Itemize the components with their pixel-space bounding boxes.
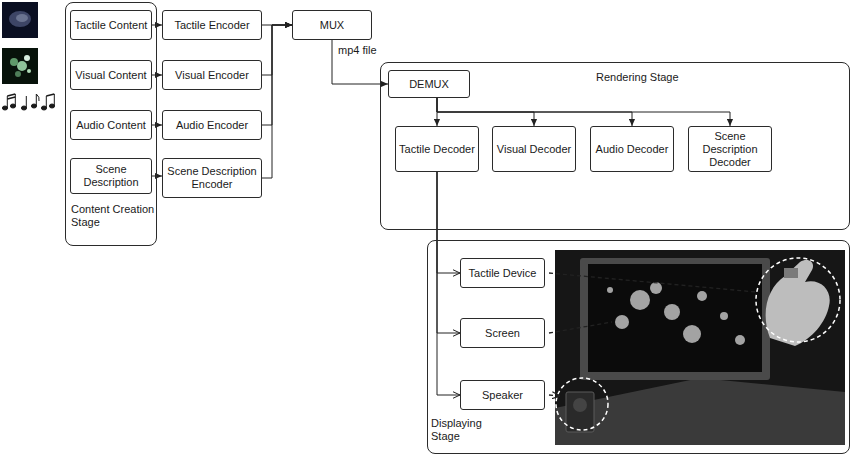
screen-speck [697, 291, 707, 301]
box-label: Visual Content [75, 69, 146, 82]
process-box: Visual Content [70, 60, 152, 90]
thumbnail-speck [27, 69, 31, 73]
tactile-thumbnail [2, 2, 38, 38]
box-label: Tactile Device [469, 267, 537, 280]
screen-speck [664, 304, 680, 320]
process-box: Screen [460, 318, 545, 348]
thumbnail-shape [16, 14, 28, 22]
connector-arrow [152, 75, 162, 76]
box-label: Screen [485, 327, 520, 340]
connector-arrow [152, 176, 162, 177]
photo-screen [588, 264, 762, 372]
thumbnail-ground [2, 2, 38, 38]
photo-ground [555, 250, 845, 445]
box-label: Tactile Encoder [174, 19, 249, 32]
box-label: Scene Description [74, 163, 148, 189]
process-box: Scene Description Decoder [688, 126, 772, 172]
screen-speck [630, 290, 650, 310]
box-label: Scene Description Encoder [166, 165, 258, 191]
dashed-highlight-circle [756, 258, 840, 342]
screen-speck [735, 335, 745, 345]
photo-speaker-cone [573, 398, 587, 412]
note-beam [7, 94, 15, 99]
process-box: Tactile Decoder [395, 126, 479, 172]
thumbnail-speck [17, 61, 27, 71]
stage-label: Displaying Stage [431, 417, 501, 443]
box-label: Audio Encoder [176, 119, 248, 132]
note-stem [26, 96, 27, 108]
process-box: Tactile Device [460, 258, 545, 288]
box-label: MUX [320, 19, 344, 32]
dashed-leader-arrow [549, 395, 560, 396]
visual-thumbnail [2, 48, 38, 84]
process-box: Tactile Content [70, 10, 152, 40]
photo-screen-image [607, 282, 745, 345]
connector-arrow [437, 172, 460, 273]
connector-arrow [152, 125, 162, 126]
box-label: Speaker [482, 389, 523, 402]
process-box: MUX [292, 10, 372, 40]
process-box: Visual Decoder [492, 126, 576, 172]
connector-arrow [437, 172, 460, 395]
process-box: Scene Description [70, 158, 152, 194]
stage-label: Content Creation Stage [71, 203, 155, 229]
connector-arrow [262, 25, 292, 178]
process-box: Visual Encoder [162, 60, 262, 90]
connector-arrow [437, 172, 460, 333]
process-box: DEMUX [388, 70, 470, 98]
screen-speck [683, 325, 701, 343]
photo-speaker [566, 392, 594, 432]
photo-hand [766, 260, 830, 346]
photo-tactile-display [784, 268, 798, 278]
thumbnail-speck [10, 58, 18, 66]
music-notes-symbol [2, 94, 54, 110]
photo-desk [555, 378, 845, 445]
screen-speck [650, 282, 662, 294]
box-label: DEMUX [409, 78, 449, 91]
edge-label: mp4 file [336, 44, 379, 57]
stage-group: Content Creation Stage Tactile ContentVis… [65, 2, 157, 246]
process-box: Scene Description Encoder [162, 158, 262, 198]
connector-arrow [262, 25, 292, 75]
dashed-highlight-circle [556, 378, 608, 430]
box-label: Scene Description Decoder [692, 130, 768, 169]
dashed-leader-line [549, 322, 612, 333]
note-stem [46, 94, 54, 108]
box-label: Tactile Decoder [399, 143, 475, 156]
box-label: Audio Content [76, 119, 146, 132]
box-label: Tactile Content [75, 19, 148, 32]
screen-speck [720, 312, 728, 320]
photo-monitor [580, 258, 770, 380]
stage-group: Displaying Stage Tactile DeviceScreenSpea… [427, 240, 850, 454]
connector-arrow [262, 25, 292, 125]
thumbnail-speck [15, 71, 21, 77]
process-box: Speaker [460, 380, 545, 410]
thumbnail-shape [9, 11, 31, 27]
thumbnail-speck [24, 55, 30, 61]
screen-speck [615, 315, 629, 329]
thumbnail-ground [2, 48, 38, 84]
process-box: Audio Content [70, 110, 152, 140]
stage-label: Rendering Stage [596, 71, 736, 84]
screen-speck [607, 287, 613, 293]
connector-arrow [437, 98, 730, 126]
process-box: Tactile Encoder [162, 10, 262, 40]
note-stem [36, 94, 39, 106]
box-label: Audio Decoder [596, 143, 669, 156]
connector-arrow [152, 25, 162, 26]
note-beam [46, 94, 54, 96]
box-label: Visual Decoder [497, 143, 571, 156]
process-box: Audio Decoder [590, 126, 674, 172]
system-photo [555, 250, 845, 445]
note-stem [7, 94, 15, 108]
box-label: Visual Encoder [175, 69, 249, 82]
dashed-leader-line [549, 273, 756, 292]
stage-group: Rendering StageDEMUX Tactile Decoder Visua… [380, 62, 850, 230]
leader-lines [549, 273, 756, 396]
process-box: Audio Encoder [162, 110, 262, 140]
